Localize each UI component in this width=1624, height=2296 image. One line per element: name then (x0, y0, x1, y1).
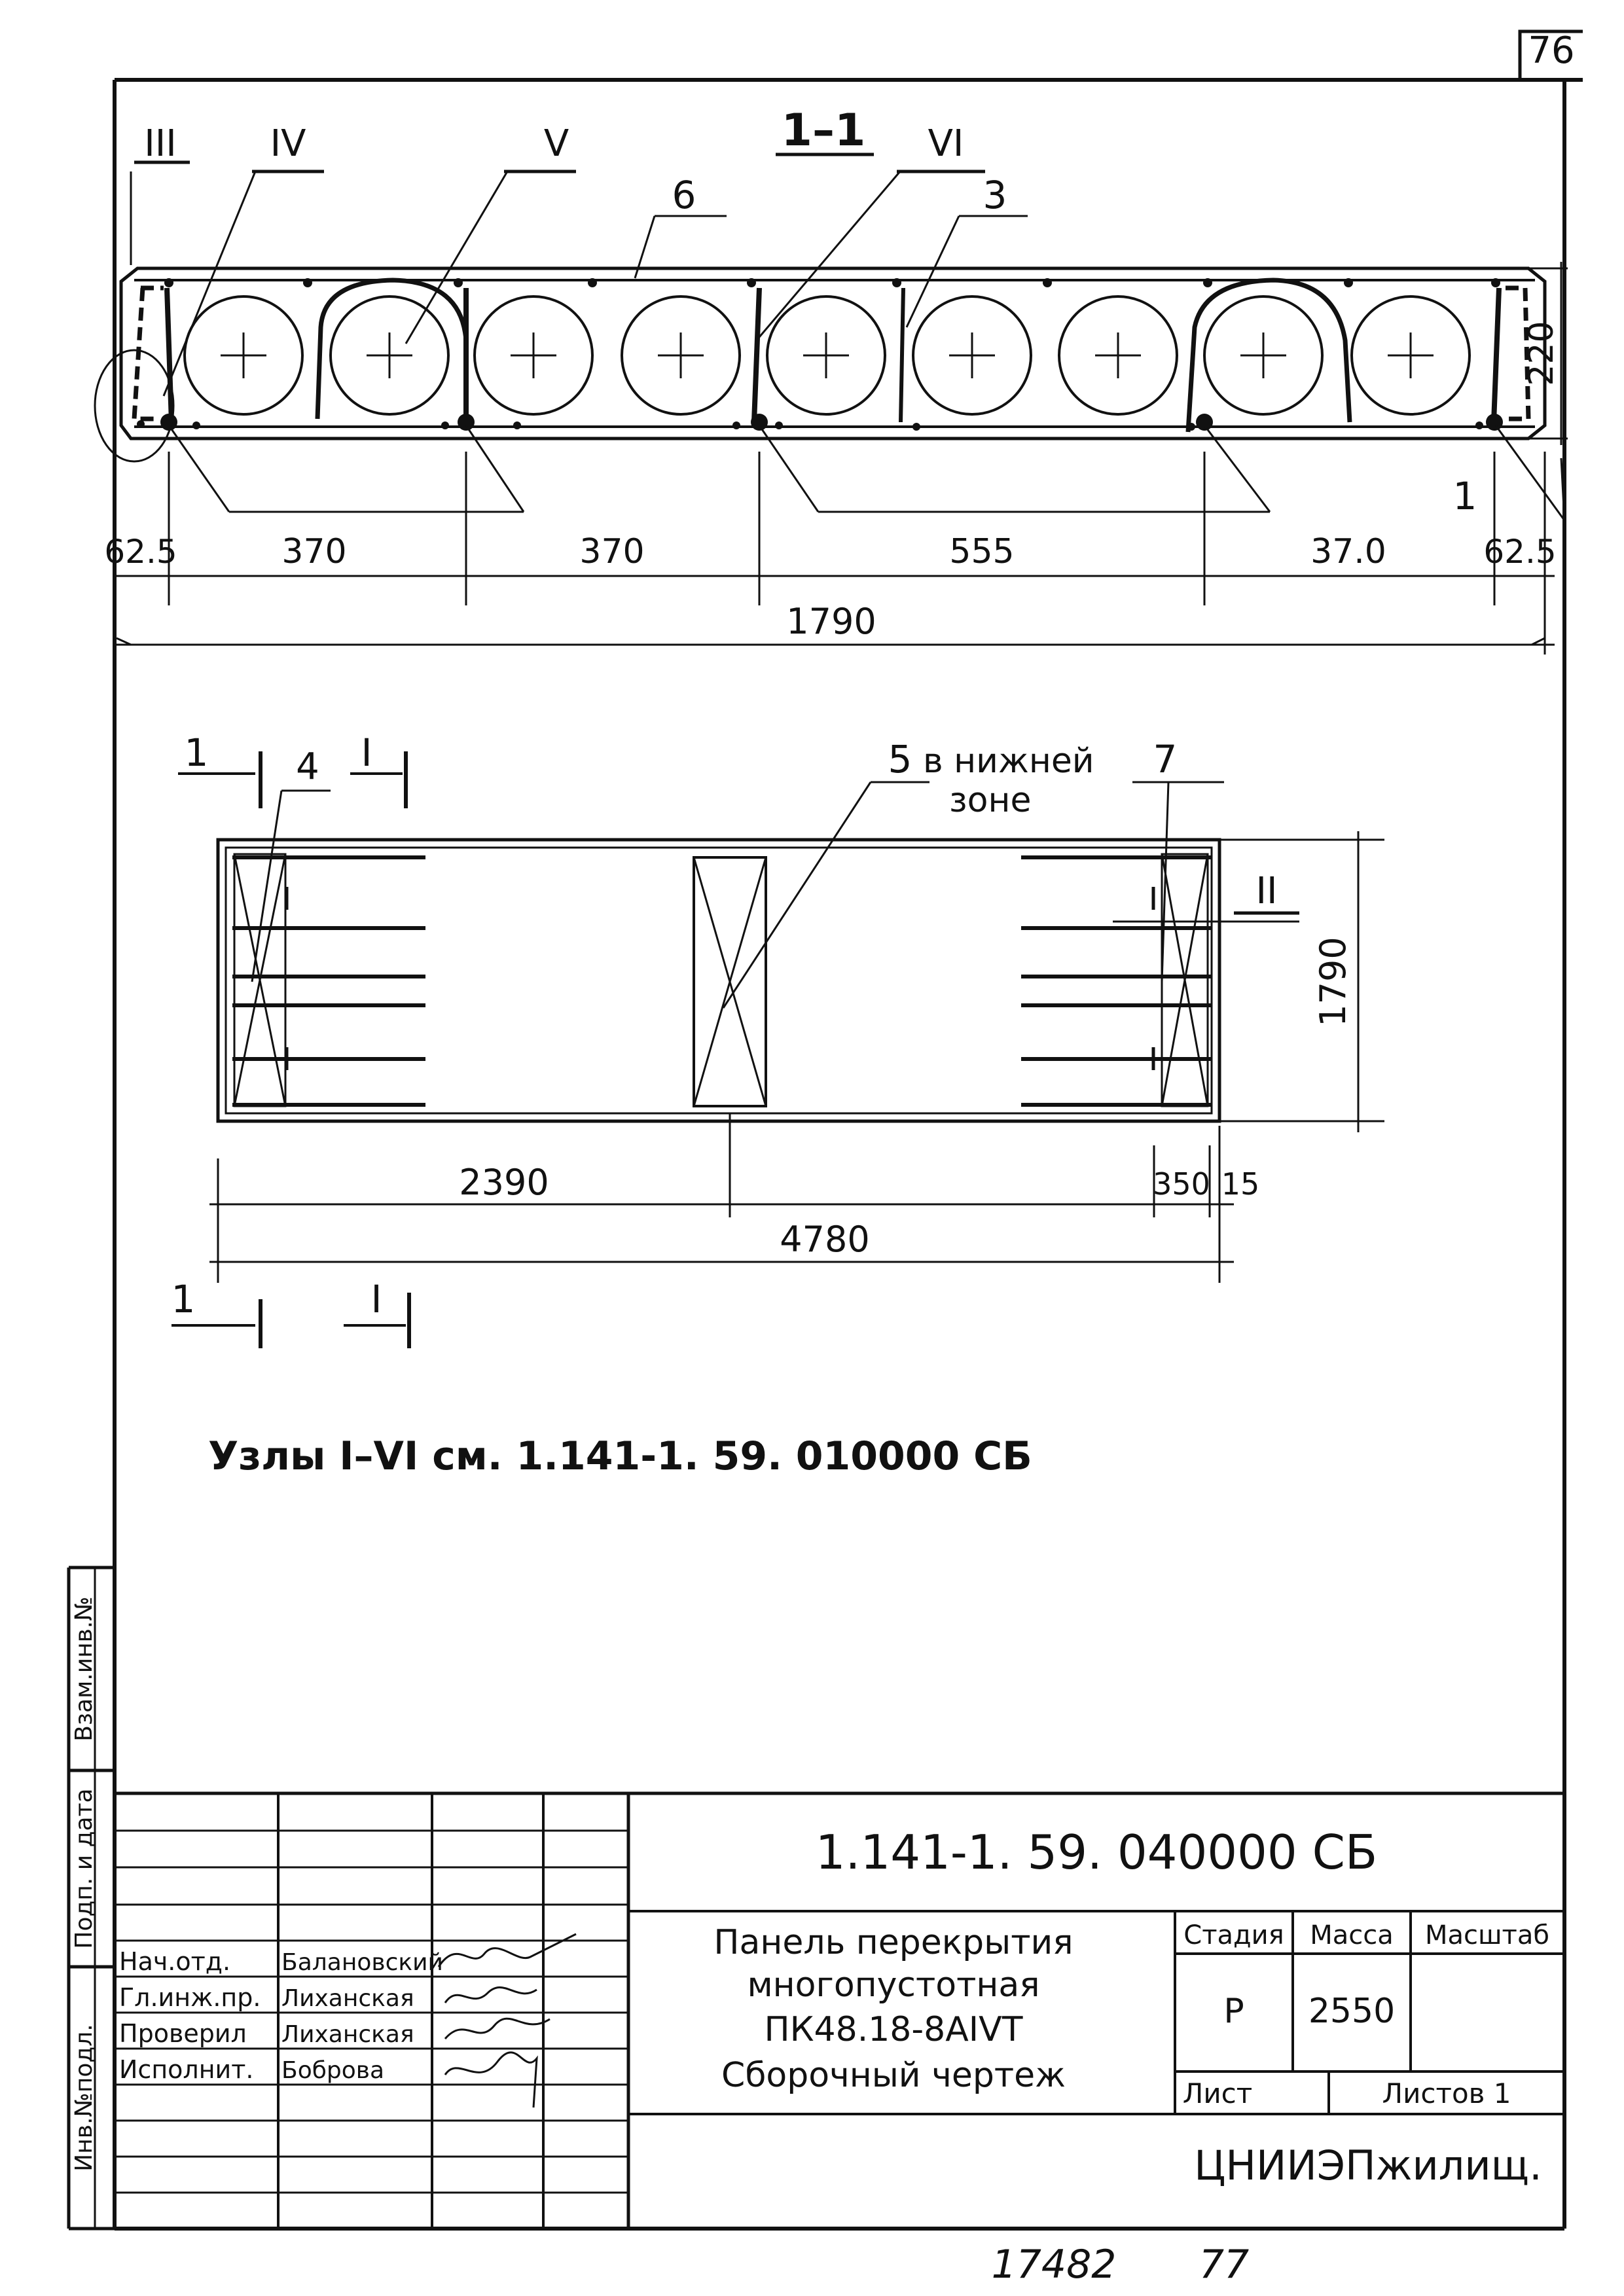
name-executed: Боброва (281, 2057, 384, 2084)
plan-bottom-dimensions: 2390 350 15 4780 (209, 1113, 1259, 1283)
cut-mark-1-top: 1 (185, 730, 209, 775)
plan-outline (216, 838, 1221, 1123)
mass-label: Масса (1310, 1920, 1394, 1950)
role-chief-engineer: Гл.инж.пр. (119, 1983, 261, 2012)
name-head-of-dept: Балановский (281, 1949, 443, 1976)
plan-cut-marks-top: 1 I 4 (178, 730, 408, 982)
plan-right-zone (1021, 853, 1211, 1107)
callout-7: 7 (1153, 737, 1178, 781)
mass-value: 2550 (1308, 1992, 1395, 2031)
plan-left-zone (232, 853, 425, 1107)
callout-5-note-2: зоне (949, 781, 1031, 820)
dim-37-0: 37.0 (1310, 532, 1386, 571)
drawing-code: 1.141-1. 59. 040000 СБ (816, 1825, 1377, 1880)
callout-5: 5 (888, 737, 912, 781)
plan-center-mesh (693, 856, 767, 1107)
callout-6: 6 (672, 173, 696, 217)
sheet-label: Лист (1183, 2077, 1252, 2109)
bottom-bars (137, 414, 1503, 431)
scale-label: Масштаб (1425, 1920, 1549, 1950)
dim-62-5-left: 62.5 (104, 533, 177, 571)
dim-370-b: 370 (579, 532, 644, 571)
plan-callout-5: 5 в нижней зоне (722, 737, 1094, 1009)
callout-5-note-1: в нижней (923, 742, 1094, 781)
dim-370-a: 370 (281, 532, 346, 571)
cut-mark-I-bottom: I (370, 1277, 382, 1321)
reinforcement-frames (132, 278, 1531, 433)
sheets-label: Листов 1 (1382, 2077, 1511, 2109)
callout-4: 4 (296, 745, 319, 788)
nodes-reference-note: Узлы I–VI см. 1.141-1. 59. 010000 СБ (208, 1433, 1032, 1479)
sheet-frame (113, 29, 1583, 2231)
node-III-circle (94, 349, 175, 463)
side-label-replace-inv: Взам.инв.№ (71, 1596, 98, 1742)
height-dim-220: 220 (1522, 321, 1561, 386)
dim-4780: 4780 (780, 1219, 869, 1260)
dim-2390: 2390 (459, 1162, 549, 1203)
plan-width-dimension: 1790 (1219, 831, 1384, 1132)
role-executed: Исполнит. (119, 2055, 253, 2084)
plan-view: 1 I 4 5 в нижней зоне 7 II (171, 730, 1384, 1348)
dim-1790-section: 1790 (786, 601, 876, 642)
section-1-1: 1–1 III IV V VI 6 3 1 (94, 105, 1568, 655)
side-label-inv-original: Инв.№подл. (71, 2024, 98, 2171)
section-dimension-chain: 62.5 370 370 555 37.0 62.5 (104, 452, 1557, 655)
dim-350: 350 (1153, 1166, 1210, 1202)
height-dimension: 220 (1522, 262, 1568, 445)
role-head-of-dept: Нач.отд. (119, 1947, 230, 1976)
callout-VI: VI (928, 122, 964, 165)
bar-leaders (168, 425, 1271, 513)
drawing-name-line-2: многопустотная (747, 1965, 1039, 2005)
section-title: 1–1 (782, 105, 866, 156)
signatures (437, 1933, 577, 2108)
footer-archive-number: 17482 (992, 2242, 1117, 2287)
hollow-cores (183, 295, 1471, 416)
callout-3: 3 (983, 173, 1007, 217)
plan-cut-II: II (1113, 870, 1299, 923)
side-label-sign-date: Подп. и дата (71, 1788, 98, 1948)
plan-cut-marks-bottom: 1 I (171, 1277, 411, 1348)
stage-label: Стадия (1183, 1920, 1284, 1950)
drawing-name-line-3: ПК48.18-8АIVТ (765, 2010, 1023, 2049)
footer-page-number: 77 (1199, 2242, 1249, 2287)
name-chief-engineer: Лиханская (281, 1985, 414, 2012)
dim-62-5-right: 62.5 (1483, 533, 1556, 571)
sheet-corner-number: 76 (1528, 29, 1574, 72)
drawing-name-line-1: Панель перекрытия (713, 1923, 1073, 1962)
role-checked: Проверил (119, 2019, 247, 2048)
callout-IV: IV (270, 122, 306, 165)
cut-mark-I-top: I (361, 730, 372, 775)
cut-mark-II: II (1255, 870, 1277, 912)
plan-callout-7: 7 (1132, 737, 1224, 982)
drawing-name-line-4: Сборочный чертеж (721, 2056, 1066, 2095)
top-bars (164, 278, 1500, 287)
side-strip: Взам.инв.№ Подп. и дата Инв.№подл. (67, 1566, 115, 2231)
callout-1: 1 (1453, 474, 1477, 518)
dim-15: 15 (1221, 1166, 1260, 1202)
organization: ЦНИИЭПжилищ. (1194, 2142, 1542, 2189)
name-checked: Лиханская (281, 2021, 414, 2048)
cut-mark-1-bottom: 1 (171, 1277, 196, 1321)
callout-III: III (144, 122, 177, 165)
stage-value: Р (1223, 1992, 1244, 2031)
callout-V: V (544, 122, 569, 165)
section-callouts: III IV V VI 6 3 1 (130, 122, 1566, 521)
title-block: Нач.отд. Балановский Гл.инж.пр. Лиханска… (115, 1791, 1564, 2229)
section-total-dimension: 1790 (116, 601, 1555, 646)
dim-1790-plan: 1790 (1312, 937, 1354, 1026)
dim-555: 555 (949, 532, 1014, 571)
